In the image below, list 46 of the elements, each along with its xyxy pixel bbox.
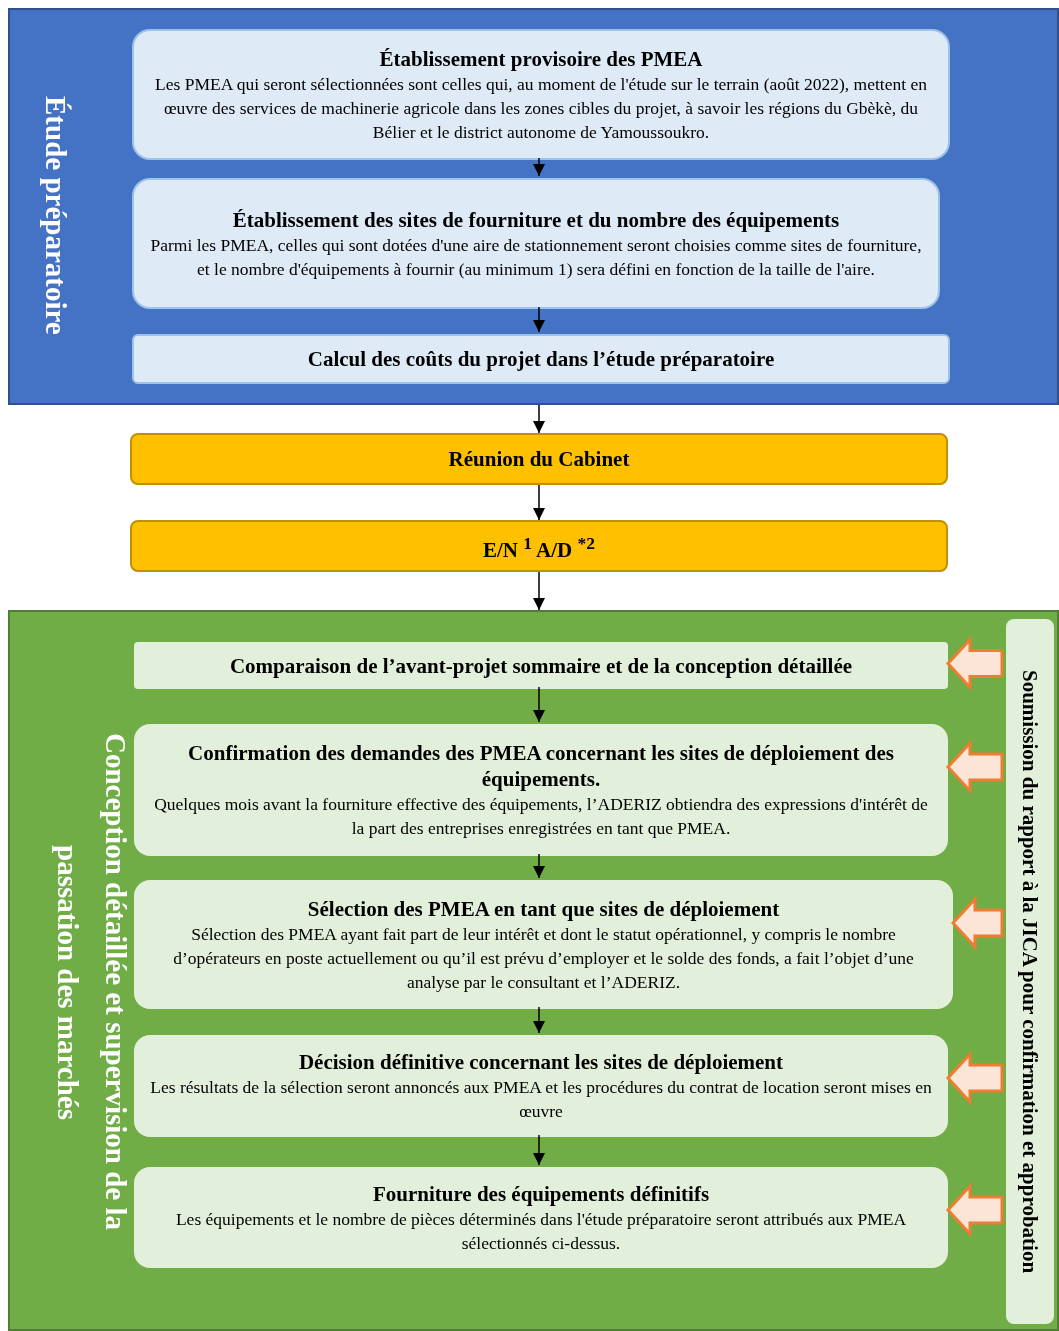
side-note-text: Soumission du rapport à la JICA pour confirmation et approbation <box>1017 669 1043 1274</box>
process-box <box>134 724 948 856</box>
side-note-box <box>1006 619 1054 1324</box>
box-description: Les résultats de la sélection seront annoncés aux PMEA et les procédures du contrat de location seront mises en œuvre <box>149 1076 933 1123</box>
arrow <box>533 484 545 521</box>
box-description: Quelques mois avant la fourniture effective des équipements, l’ADERIZ obtiendra des expressions d'intérêt de la part des entreprises enregistrées en tant que PMEA. <box>153 793 929 840</box>
box-heading: Calcul des coûts du projet dans l’étude préparatoire <box>307 346 775 372</box>
box-heading: Décision définitive concernant les sites de déploiement <box>298 1049 784 1075</box>
arrow <box>533 1006 545 1034</box>
process-box <box>130 520 948 572</box>
process-box <box>134 1035 948 1137</box>
arrow <box>533 571 545 611</box>
arrow <box>533 157 545 177</box>
box-heading: E/N $^{1}$ A/D $^{*2}$ <box>483 531 595 563</box>
block-arrow <box>945 1182 1004 1238</box>
process-box <box>134 1167 948 1268</box>
arrow <box>533 686 545 723</box>
block-arrow <box>945 1050 1004 1106</box>
arrow <box>533 404 545 434</box>
process-box <box>130 433 948 485</box>
box-heading: Confirmation des demandes des PMEA concernant les sites de déploiement des équipements. <box>187 740 895 792</box>
box-heading: Établissement des sites de fourniture et du nombre des équipements <box>232 206 840 233</box>
block-arrow <box>945 635 1004 692</box>
arrow <box>533 1134 545 1166</box>
box-heading: Comparaison de l’avant-projet sommaire et de la conception détaillée <box>229 652 853 679</box>
box-description: Les PMEA qui seront sélectionnées sont celles qui, au moment de l'étude sur le terrain (août 2022), mettent en œuvre des services de machinerie agricole dans les zones cibles du projet, à savoir les régions du Gbèkè, du Bélier et le district autonome de Yamoussoukro. <box>154 72 928 144</box>
box-description: Parmi les PMEA, celles qui sont dotées d'une aire de stationnement seront choisies comme sites de fourniture, et le nombre d'équipements à fournir (au minimum 1) sera défini en fonction de la taille de l'aire. <box>149 233 923 281</box>
box-description: Sélection des PMEA ayant fait part de leur intérêt et dont le statut opérationnel, y compris le nombre d’opérateurs en poste actuellement ou qu’il est prévu d’employer et le solde des fonds, a fait l’objet d’une analyse par le consultant et l’ADERIZ. <box>172 922 915 994</box>
box-heading: Établissement provisoire des PMEA <box>379 45 703 72</box>
section-band <box>8 8 1059 405</box>
box-description: Les équipements et le nombre de pièces déterminés dans l'étude préparatoire seront attribués aux PMEA sélectionnés ci-dessus. <box>174 1207 908 1255</box>
process-box <box>132 178 940 309</box>
arrow <box>533 853 545 879</box>
block-arrow <box>945 739 1004 795</box>
box-heading: Fourniture des équipements définitifs <box>372 1180 710 1207</box>
section-band <box>8 610 1059 1331</box>
box-heading: Sélection des PMEA en tant que sites de déploiement <box>307 895 780 922</box>
section-title: Conception détaillée et supervision de la passation des marchés <box>51 732 133 1233</box>
section-title: Étude préparatoire <box>39 94 73 337</box>
box-heading: Réunion du Cabinet <box>448 446 630 472</box>
process-box <box>134 880 953 1009</box>
process-box <box>134 642 948 689</box>
arrow <box>533 306 545 333</box>
process-box <box>132 29 950 160</box>
process-box <box>132 334 950 384</box>
block-arrow <box>950 895 1004 951</box>
